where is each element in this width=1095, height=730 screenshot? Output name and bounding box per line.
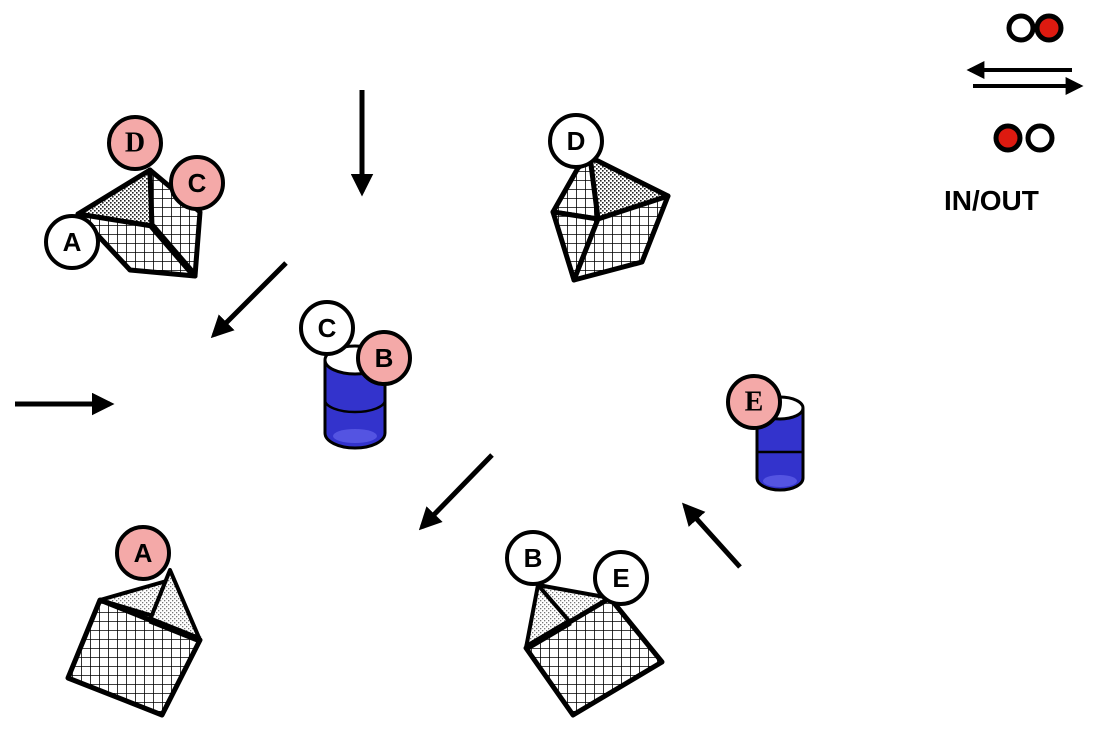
legend-bottom-pair-icon [993,123,1055,153]
site-C-center: C [299,300,355,356]
svg-text:A: A [134,538,153,568]
site-E-bottom-right: E [593,550,649,606]
svg-text:C: C [318,313,337,343]
cylinder-center: C B [299,300,412,450]
svg-text:B: B [375,343,394,373]
site-B-bottom-right: B [505,530,561,586]
arrow-diag-lower [418,453,494,531]
arrow-diag-up [681,502,742,569]
svg-text:C: C [188,168,207,198]
svg-text:E: E [612,563,629,593]
site-A-bottom-left: A [115,525,171,581]
svg-text:A: A [63,227,82,257]
arrow-diag-upper [210,261,288,339]
legend-caption: IN/OUT [944,185,1039,216]
protein-bottom-left: A [65,525,203,718]
legend: IN/OUT [944,13,1084,216]
site-D-top-right: D [548,113,604,169]
protein-top-right: D [548,113,671,283]
arrows [15,90,742,569]
svg-text:D: D [125,128,145,159]
cylinder-right: E [726,374,805,492]
site-E-right: E [726,374,782,430]
legend-equilibrium-arrows-icon [966,61,1084,95]
site-D-top-left: D [107,115,163,171]
legend-top-pair-icon [1006,13,1064,43]
svg-text:E: E [745,387,764,418]
protein-bottom-right: B E [505,530,665,718]
site-B-center: B [356,330,412,386]
svg-text:D: D [567,126,586,156]
svg-text:B: B [524,543,543,573]
site-C-top-left: C [169,155,225,211]
protein-top-left: D C A [44,115,225,279]
site-A-top-left: A [44,214,100,270]
